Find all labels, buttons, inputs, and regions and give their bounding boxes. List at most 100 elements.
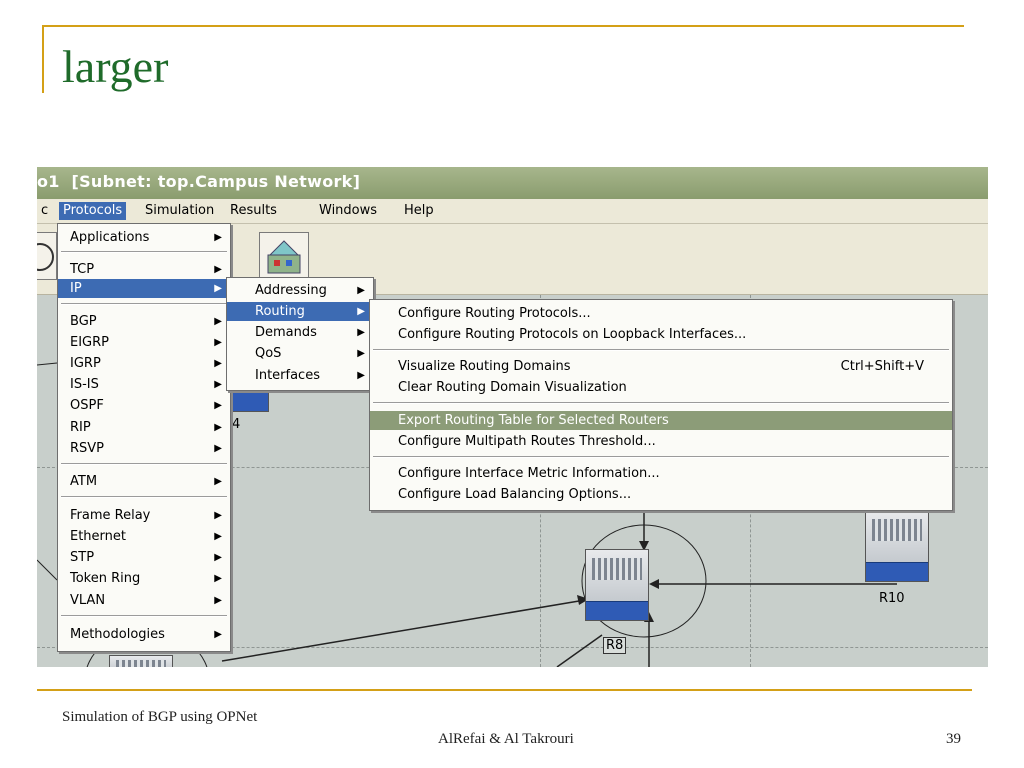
submenu-arrow-icon: ▶ [357, 348, 365, 359]
menu-item-label: Routing [255, 304, 305, 319]
menu-item-interfaces[interactable]: Interfaces▶ [227, 366, 373, 385]
menu-separator [61, 496, 227, 498]
footer-left: Simulation of BGP using OPNet [62, 709, 258, 725]
menu-item-vlan[interactable]: VLAN ▶ [58, 591, 230, 610]
submenu-arrow-icon: ▶ [214, 316, 222, 327]
router-r10[interactable] [865, 510, 929, 582]
menu-item-visualize-routing-domains[interactable]: Visualize Routing Domains Ctrl+Shift+V [370, 357, 952, 376]
menu-results[interactable]: Results [230, 203, 277, 218]
router-bottom-partial[interactable] [109, 655, 173, 667]
menu-item-label: VLAN [70, 593, 106, 608]
submenu-arrow-icon: ▶ [357, 327, 365, 338]
menu-item-demands[interactable]: Demands ▶ [227, 323, 373, 342]
menu-windows[interactable]: Windows [319, 203, 378, 218]
menu-item-export-routing-table[interactable]: Export Routing Table for Selected Router… [370, 411, 952, 430]
menu-simulation[interactable]: Simulation [145, 203, 215, 218]
menu-item-ip[interactable]: IP▶ [58, 279, 230, 298]
menu-item-label: Configure Routing Protocols on Loopback … [398, 327, 747, 342]
menu-item-atm[interactable]: ATM▶ [58, 472, 230, 491]
submenu-arrow-icon: ▶ [214, 400, 222, 411]
ring-icon [37, 243, 54, 271]
router-label-r10: R10 [879, 591, 905, 606]
menu-help[interactable]: Help [404, 203, 434, 218]
protocols-dropdown: Applications▶ TCP▶ IP▶ BGP▶ EIGRP▶ IGRP▶… [57, 223, 231, 652]
menu-item-clear-routing-domain[interactable]: Clear Routing Domain Visualization [370, 378, 952, 397]
ip-submenu: Addressing ▶ Routing ▶ Demands ▶ QoS▶ Inter… [226, 277, 374, 391]
menu-separator [373, 456, 949, 458]
menu-separator [61, 251, 227, 253]
menu-item-label: Demands [255, 325, 317, 340]
menu-item-qos[interactable]: QoS▶ [227, 344, 373, 363]
submenu-arrow-icon: ▶ [214, 595, 222, 606]
menu-item-configure-multipath[interactable]: Configure Multipath Routes Threshold... [370, 432, 952, 451]
submenu-arrow-icon: ▶ [214, 379, 222, 390]
menu-item-routing[interactable]: Routing ▶ [227, 302, 373, 321]
submenu-arrow-icon: ▶ [214, 232, 222, 243]
menu-item-frame-relay[interactable]: Frame Relay▶ [58, 506, 230, 525]
app-titlebar: o1 [Subnet: top.Campus Network] [37, 167, 988, 199]
menu-item-rip[interactable]: RIP▶ [58, 418, 230, 437]
bottom-rule [37, 689, 972, 691]
menu-item-stp[interactable]: STP▶ [58, 548, 230, 567]
router-base [586, 601, 648, 620]
menu-item-igrp[interactable]: IGRP▶ [58, 354, 230, 373]
page-number: 39 [946, 731, 961, 747]
submenu-arrow-icon: ▶ [357, 285, 365, 296]
menu-separator [373, 349, 949, 351]
submenu-arrow-icon: ▶ [214, 264, 222, 275]
menu-item-label: IS-IS [70, 377, 99, 392]
menu-item-eigrp[interactable]: EIGRP▶ [58, 333, 230, 352]
menu-c[interactable]: c [41, 203, 49, 218]
grid-line [37, 647, 988, 648]
menu-item-ospf[interactable]: OSPF▶ [58, 396, 230, 415]
menu-item-configure-routing-loopback[interactable]: Configure Routing Protocols on Loopback … [370, 325, 952, 344]
submenu-arrow-icon: ▶ [214, 573, 222, 584]
submenu-arrow-icon: ▶ [214, 629, 222, 640]
title-accent-bar [42, 25, 44, 93]
menu-item-token-ring[interactable]: Token Ring ▶ [58, 569, 230, 588]
network-icon [267, 240, 301, 274]
menu-item-label: Ethernet [70, 529, 126, 544]
submenu-arrow-icon: ▶ [357, 370, 365, 381]
menu-item-applications[interactable]: Applications ▶ [58, 228, 230, 247]
menu-item-label: Frame Relay [70, 508, 151, 523]
submenu-arrow-icon: ▶ [214, 476, 222, 487]
menu-item-addressing[interactable]: Addressing ▶ [227, 281, 373, 300]
menu-item-label: Configure Load Balancing Options... [398, 487, 632, 502]
menu-item-label: Visualize Routing Domains [398, 359, 571, 374]
menu-protocols[interactable]: Protocols [59, 202, 127, 220]
toolbar-button-network[interactable] [259, 232, 309, 280]
menu-item-ethernet[interactable]: Ethernet▶ [58, 527, 230, 546]
menu-item-label: TCP [70, 262, 95, 277]
submenu-arrow-icon: ▶ [357, 306, 365, 317]
menu-item-label: STP [70, 550, 95, 565]
top-rule [42, 25, 964, 27]
menu-item-rsvp[interactable]: RSVP▶ [58, 439, 230, 458]
menu-item-label: Token Ring [70, 571, 141, 586]
menu-item-configure-interface-metric[interactable]: Configure Interface Metric Information..… [370, 464, 952, 483]
menu-item-configure-routing-protocols[interactable]: Configure Routing Protocols... [370, 304, 952, 323]
slide-title: larger [62, 41, 169, 92]
menu-item-bgp[interactable]: BGP▶ [58, 312, 230, 331]
menu-item-tcp[interactable]: TCP ▶ [58, 260, 230, 279]
toolbar-button-partial[interactable] [37, 232, 57, 280]
menu-item-label: Addressing [255, 283, 327, 298]
menu-item-label: Methodologies [70, 627, 165, 642]
menu-item-configure-load-balancing[interactable]: Configure Load Balancing Options... [370, 485, 952, 504]
router-rack [872, 519, 922, 541]
menubar: c Protocols Simulation Results Windows H… [37, 199, 988, 224]
app-title: o1 [Subnet: top.Campus Network] [37, 172, 361, 191]
menu-item-label: Configure Multipath Routes Threshold... [398, 434, 656, 449]
menu-item-methodologies[interactable]: Methodologies ▶ [58, 625, 230, 644]
menu-item-label: RIP [70, 420, 91, 435]
router-label-r8: R8 [603, 637, 627, 654]
menu-item-label: Applications [70, 230, 150, 245]
routing-submenu: Configure Routing Protocols... Configure… [369, 299, 953, 511]
router-rack [116, 660, 166, 667]
shortcut-label: Ctrl+Shift+V [840, 359, 924, 374]
router-r8[interactable] [585, 549, 649, 621]
menu-item-is-is[interactable]: IS-IS ▶ [58, 375, 230, 394]
menu-item-label: IGRP [70, 356, 101, 371]
menu-item-label: Configure Routing Protocols... [398, 306, 591, 321]
menu-item-label: Clear Routing Domain Visualization [398, 380, 627, 395]
